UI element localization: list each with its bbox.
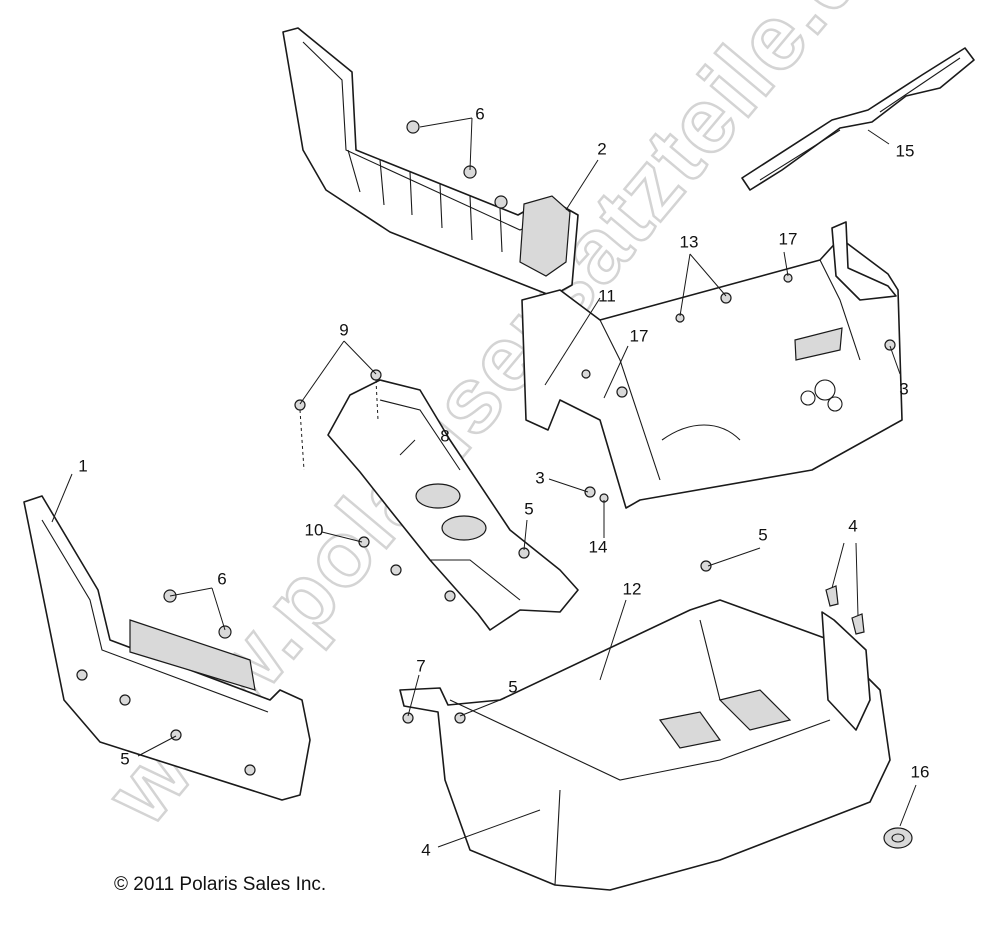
callout-3-right: 3 — [899, 379, 908, 398]
callout-7: 7 — [416, 656, 425, 675]
part-16-grommet — [883, 827, 913, 849]
callout-4-bottom: 4 — [421, 840, 430, 859]
callout-4-right: 4 — [848, 516, 857, 535]
callout-2: 2 — [597, 139, 606, 158]
callout-5-rocker: 5 — [120, 749, 129, 768]
callout-5-floor: 5 — [758, 525, 767, 544]
callout-14: 14 — [589, 537, 608, 556]
part-1-lower-rocker-panel — [23, 495, 311, 801]
callout-12: 12 — [623, 579, 642, 598]
callout-labels: 1 2 3 3 4 4 5 5 5 5 6 6 7 8 9 10 11 12 1… — [78, 104, 929, 859]
callout-1: 1 — [78, 456, 87, 475]
part-11-rear-bulkhead — [521, 221, 903, 509]
callout-8: 8 — [440, 426, 449, 445]
callout-10: 10 — [305, 520, 324, 539]
callout-6-upper: 6 — [475, 104, 484, 123]
callout-5-console: 5 — [524, 499, 533, 518]
part-12-floor-pan — [399, 599, 891, 891]
callout-17-center: 17 — [630, 326, 649, 345]
leader-lines — [51, 117, 917, 848]
callout-16: 16 — [911, 762, 930, 781]
callout-13: 13 — [680, 232, 699, 251]
part-15-trim-strip — [741, 47, 975, 191]
copyright-notice: © 2011 Polaris Sales Inc. — [114, 874, 327, 895]
callout-3-left: 3 — [535, 468, 544, 487]
callout-6-lower: 6 — [217, 569, 226, 588]
callout-17-right: 17 — [779, 229, 798, 248]
part-8-center-console — [327, 379, 579, 631]
part-2-upper-rocker-panel — [282, 27, 579, 297]
callout-15: 15 — [896, 141, 915, 160]
callout-11: 11 — [598, 286, 616, 305]
callout-5-floor-left: 5 — [508, 677, 517, 696]
callout-9: 9 — [339, 320, 348, 339]
fasteners — [76, 120, 896, 776]
